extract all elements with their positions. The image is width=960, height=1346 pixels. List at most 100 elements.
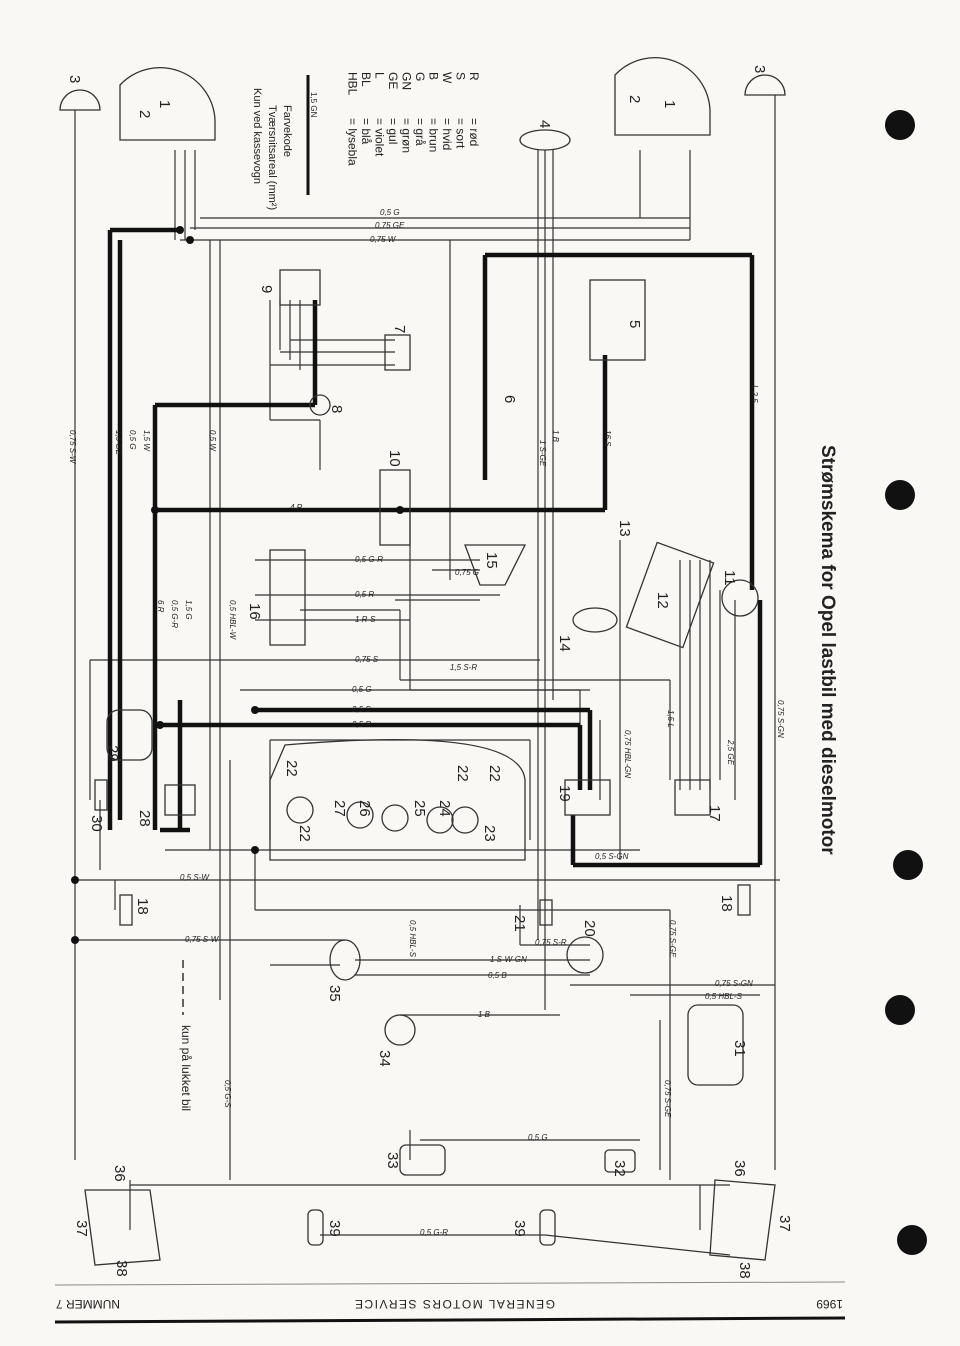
component-number: 22 (283, 760, 300, 777)
component-number: 7 (391, 325, 408, 333)
component-number: 26 (356, 800, 373, 817)
wire-label: 0,75 S-GE (663, 1080, 672, 1118)
wire-label: 0,75 S-GN (776, 700, 785, 738)
legend-color-label: Farvekode (281, 105, 293, 157)
binder-hole (885, 995, 915, 1025)
wire-label: 0,5 S-W (180, 873, 210, 882)
component-number: 30 (88, 815, 105, 832)
wire-label: 0,75 GE (375, 221, 405, 230)
component-symbols (59, 57, 786, 1266)
component-number: 31 (731, 1040, 748, 1057)
legend-sample: 1,5 GN Farvekode Tværsnitsareal (mm²) Ku… (251, 75, 318, 210)
wire-label: 0,5 HBL-W (228, 600, 237, 641)
wire-label: 0,75 S-W (185, 935, 220, 944)
wire-label: 1,5 G (184, 600, 193, 620)
wire-label: 0,5 G (128, 430, 137, 450)
component-number: 3 (751, 65, 768, 73)
thick-wires (107, 227, 763, 868)
binder-hole (893, 850, 923, 880)
component-number: 5 (626, 320, 643, 328)
thin-wires (74, 95, 780, 1256)
legend-color-name: = rød (467, 118, 481, 146)
closed-car-note: kun på lukket bil (179, 960, 193, 1111)
closed-car-note-text: kun på lukket bil (179, 1025, 193, 1111)
component-number: 16 (246, 603, 263, 620)
legend-color-code: W (440, 72, 454, 84)
wire-label: 2,5 R (351, 720, 371, 729)
diagram-title: Strømskema for Opel lastbil med dieselmo… (817, 445, 838, 855)
component-number: 38 (113, 1260, 130, 1277)
component-number: 4 (536, 120, 553, 128)
legend-color-name: = lysebla (346, 118, 360, 166)
wire-label: 0,75 S-GN (715, 979, 753, 988)
footer-page-number: NUMMER 7 (56, 1297, 120, 1311)
legend-color-code: BL (359, 72, 373, 87)
component-number: 6 (501, 395, 518, 403)
component-number: 35 (326, 985, 343, 1002)
component-number: 36 (111, 1165, 128, 1182)
wire-label: 0,5 G-R (420, 1228, 448, 1237)
wire-label: 0,75 S-GE (668, 920, 677, 958)
wire-label: 0,5 G (380, 208, 400, 217)
component-number: 3 (66, 75, 83, 83)
wire-label: 0,75 S-R (535, 938, 567, 947)
component-number: 37 (73, 1220, 90, 1237)
wire-label: 0,75 G (455, 568, 479, 577)
wire-label: 1,5 L (666, 710, 675, 728)
wire-label: 0,5 G (352, 685, 372, 694)
component-number: 38 (736, 1262, 753, 1279)
binder-hole (885, 110, 915, 140)
legend-color-name: = sort (454, 118, 468, 149)
component-number: 14 (556, 635, 573, 652)
wire-label: 0,75 HBL-GN (623, 730, 632, 778)
wire-label: 1,5 S-R (450, 663, 477, 672)
junctions (71, 226, 404, 944)
component-number: 32 (611, 1160, 628, 1177)
wire-label: 1 B (551, 430, 560, 443)
legend-color-code: GN (400, 72, 414, 90)
legend-color-code: L (373, 72, 387, 79)
component-number: 29 (104, 745, 121, 762)
legend-color-name: = grå (413, 118, 427, 146)
component-number: 20 (581, 920, 598, 937)
component-number: 22 (486, 765, 503, 782)
component-number: 21 (511, 915, 528, 932)
legend-color-code: GE (386, 72, 400, 89)
component-number: 17 (706, 805, 723, 822)
wire-label: 0,75 W (370, 235, 397, 244)
wire-label: 0,5 B (488, 971, 507, 980)
component-number: 25 (411, 800, 428, 817)
wire-label: 6 R (156, 600, 165, 613)
legend-color-name: = violet (373, 118, 387, 157)
component-number: 27 (331, 800, 348, 817)
wire-label: 1 S-GE (538, 440, 547, 467)
component-number: 1 (156, 100, 173, 108)
wire-label: 1,5 GE (114, 430, 123, 456)
wire-label: 16 S (603, 430, 612, 447)
component-number: 36 (731, 1160, 748, 1177)
wire-label: 1 B (478, 1010, 491, 1019)
component-number: 13 (616, 520, 633, 537)
component-number: 39 (511, 1220, 528, 1237)
wire-label: 0,5 R (355, 590, 374, 599)
wire-label: 0,5 HBL-S (705, 992, 743, 1001)
component-number: 2 (136, 110, 153, 118)
wire-label: L 2,5 (750, 385, 759, 403)
component-number: 18 (134, 898, 151, 915)
component-number: 22 (454, 765, 471, 782)
component-number: 2 (626, 95, 643, 103)
footer-publisher: GENERAL MOTORS SERVICE (354, 1297, 556, 1311)
legend-color-code: HBL (346, 72, 360, 96)
component-number: 28 (136, 810, 153, 827)
legend-color-code: B (427, 72, 441, 80)
wire-label: 2,5 S (351, 705, 371, 714)
legend-color-code: S (454, 72, 468, 80)
wire-label: 0,5 W (208, 430, 217, 452)
wire-label: 0,5 S-GN (595, 852, 629, 861)
wire-label: 0,75 S-W (68, 430, 77, 465)
component-number: 22 (296, 825, 313, 842)
wire-label: 0,5 HBL-S (408, 920, 417, 958)
binder-hole (897, 1225, 927, 1255)
